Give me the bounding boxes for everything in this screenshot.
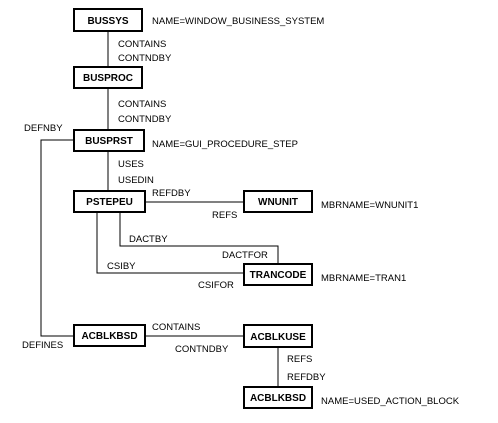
rel-wnunit-refs: REFS xyxy=(212,210,237,221)
edge-busprst-acblkbsd xyxy=(40,139,74,337)
attr-busprst-name: NAME=GUI_PROCEDURE_STEP xyxy=(152,139,298,150)
rel-bussys-contains: CONTAINS xyxy=(118,39,166,50)
rel-busprst-uses: USES xyxy=(118,159,144,170)
rel-acblkbsd-contains: CONTAINS xyxy=(152,322,200,333)
attr-wnunit-mbrname: MBRNAME=WNUNIT1 xyxy=(321,200,418,211)
node-acblkuse-label: ACBLKUSE xyxy=(250,332,306,343)
attr-bussys-name: NAME=WINDOW_BUSINESS_SYSTEM xyxy=(152,16,324,27)
node-busprst: BUSPRST xyxy=(73,129,145,152)
rel-acblkbsd2-refdby: REFDBY xyxy=(287,372,326,383)
node-acblkuse: ACBLKUSE xyxy=(243,324,313,348)
node-trancode-label: TRANCODE xyxy=(250,270,307,281)
rel-pstepeu-csiby: CSIBY xyxy=(107,261,136,272)
node-acblkbsd: ACBLKBSD xyxy=(73,324,146,347)
rel-busprst-contndby: CONTNDBY xyxy=(118,114,172,125)
node-pstepeu: PSTEPEU xyxy=(73,190,146,213)
node-busprst-label: BUSPRST xyxy=(85,136,133,147)
node-wnunit: WNUNIT xyxy=(243,190,313,213)
rel-pstepeu-usedin: USEDIN xyxy=(118,175,154,186)
node-acblkbsd2: ACBLKBSD xyxy=(243,386,313,409)
node-pstepeu-label: PSTEPEU xyxy=(86,197,133,208)
rel-acblkuse-refs: REFS xyxy=(287,354,312,365)
node-bussys: BUSSYS xyxy=(73,8,143,32)
node-acblkbsd-label: ACBLKBSD xyxy=(81,331,137,342)
node-trancode: TRANCODE xyxy=(243,263,313,286)
node-acblkbsd2-label: ACBLKBSD xyxy=(250,393,306,404)
rel-acblkbsd-defines: DEFINES xyxy=(22,340,63,351)
edge-pstepeu-trancode-csi xyxy=(96,212,244,274)
rel-acblkuse-contndby: CONTNDBY xyxy=(175,344,229,355)
node-busproc-label: BUSPROC xyxy=(83,73,133,84)
rel-pstepeu-dactby: DACTBY xyxy=(129,234,168,245)
node-busproc: BUSPROC xyxy=(73,66,143,89)
rel-busprst-defnby: DEFNBY xyxy=(24,123,63,134)
rel-trancode-csifor: CSIFOR xyxy=(198,280,234,291)
rel-busproc-contndby: CONTNDBY xyxy=(118,53,172,64)
node-bussys-label: BUSSYS xyxy=(87,16,128,27)
rel-busproc-contains: CONTAINS xyxy=(118,99,166,110)
node-wnunit-label: WNUNIT xyxy=(258,197,298,208)
attr-acblkbsd2-name: NAME=USED_ACTION_BLOCK xyxy=(321,396,460,407)
attr-trancode-mbrname: MBRNAME=TRAN1 xyxy=(321,273,406,284)
rel-pstepeu-refdby: REFDBY xyxy=(152,188,191,199)
edge-pstepeu-trancode-dact xyxy=(119,212,279,264)
rel-trancode-dactfor: DACTFOR xyxy=(222,250,268,261)
